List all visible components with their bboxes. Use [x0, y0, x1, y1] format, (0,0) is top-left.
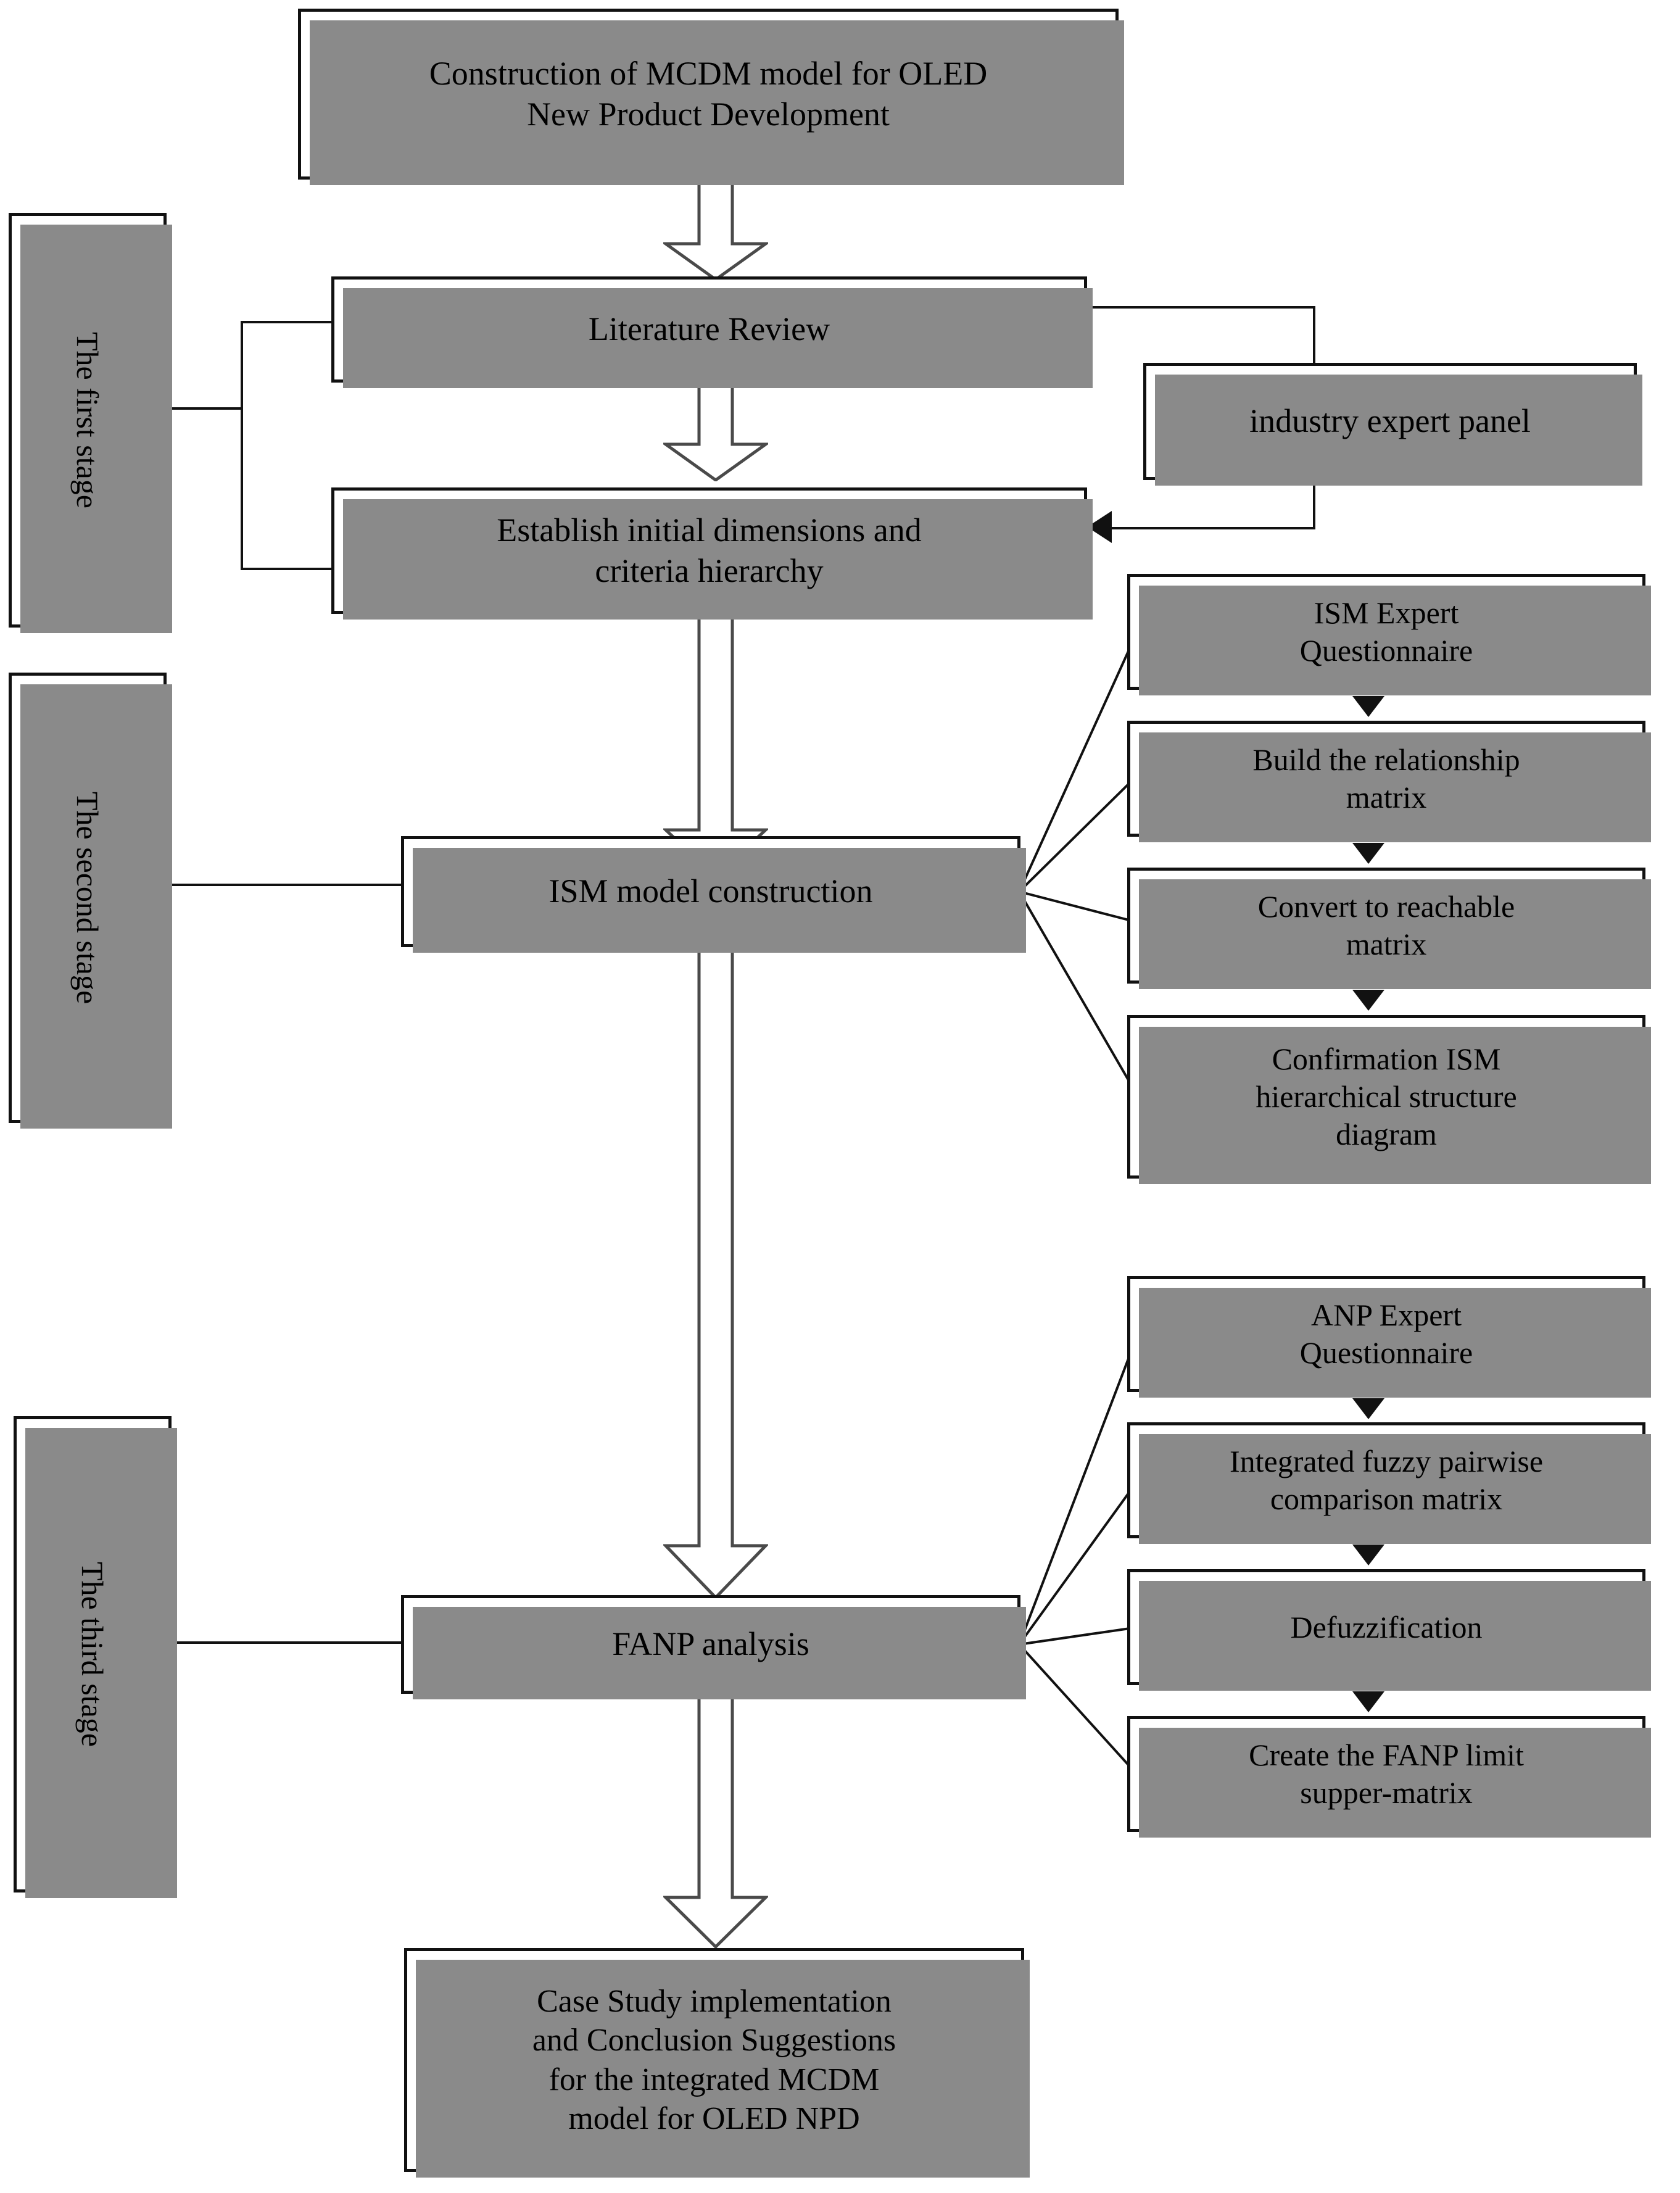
node-case-study[interactable]: Case Study implementation and Conclusion… — [404, 1948, 1030, 2178]
node-ism-model-construction-label: ISM model construction — [548, 873, 873, 910]
fan-connectors-ism — [1012, 555, 1141, 1111]
node-case-study-line4: model for OLED NPD — [568, 2100, 860, 2136]
ism-step-3-line2: matrix — [1346, 927, 1427, 961]
fanp-step-1-line2: Questionnaire — [1299, 1335, 1473, 1370]
ism-step-3-line1: Convert to reachable — [1257, 889, 1515, 924]
ism-step-1-line1: ISM Expert — [1314, 595, 1459, 630]
connector-panel-to-establish-v — [1313, 480, 1315, 529]
ism-step-1-line2: Questionnaire — [1299, 633, 1473, 668]
node-industry-expert-panel[interactable]: industry expert panel — [1143, 363, 1642, 486]
stage-label-second: The second stage — [70, 791, 105, 1005]
fanp-step-box-4[interactable]: Create the FANP limit supper-matrix — [1127, 1716, 1651, 1838]
stage-label-third: The third stage — [75, 1562, 110, 1747]
stage2-connector-line — [164, 884, 405, 886]
fanp-step-4-line2: supper-matrix — [1300, 1775, 1473, 1810]
fanp-step-box-2[interactable]: Integrated fuzzy pairwise comparison mat… — [1127, 1422, 1651, 1544]
fanp-step-box-3[interactable]: Defuzzification — [1127, 1569, 1651, 1691]
fanp-step-1-text: ANP Expert Questionnaire — [1290, 1296, 1483, 1372]
node-ism-model-construction[interactable]: ISM model construction — [401, 836, 1026, 953]
fan-connectors-fanp — [1012, 1259, 1141, 1826]
node-industry-expert-panel-label: industry expert panel — [1249, 402, 1531, 440]
arrowhead-ism-3-to-4 — [1352, 990, 1384, 1011]
ism-step-box-1[interactable]: ISM Expert Questionnaire — [1127, 574, 1651, 695]
arrowhead-ism-1-to-2 — [1352, 696, 1384, 717]
ism-step-4-line2: hierarchical structure — [1256, 1079, 1517, 1114]
fanp-step-1-line1: ANP Expert — [1311, 1298, 1462, 1332]
node-fanp-analysis-label: FANP analysis — [612, 1625, 809, 1663]
node-establish-dimensions[interactable]: Establish initial dimensions and criteri… — [331, 487, 1093, 620]
ism-step-2-line2: matrix — [1346, 780, 1427, 815]
arrow-root-to-literature — [663, 180, 768, 281]
arrowhead-fanp-2-to-3 — [1352, 1544, 1384, 1565]
ism-step-2-line1: Build the relationship — [1252, 742, 1520, 777]
node-case-study-line3: for the integrated MCDM — [548, 2062, 880, 2097]
ism-step-2-text: Build the relationship matrix — [1243, 741, 1529, 816]
arrowhead-ism-2-to-3 — [1352, 843, 1384, 864]
ism-step-4-line1: Confirmation ISM — [1272, 1042, 1501, 1076]
fanp-step-2-line2: comparison matrix — [1270, 1482, 1503, 1516]
ism-step-3-text: Convert to reachable matrix — [1248, 888, 1525, 963]
stage3-connector-line — [169, 1641, 405, 1644]
stage-box-second[interactable]: The second stage — [9, 673, 172, 1129]
stage1-bracket-top — [241, 321, 333, 323]
ism-step-box-3[interactable]: Convert to reachable matrix — [1127, 868, 1651, 989]
arrowhead-fanp-3-to-4 — [1352, 1691, 1384, 1712]
node-root-line1: Construction of MCDM model for OLED — [429, 54, 988, 92]
ism-step-box-2[interactable]: Build the relationship matrix — [1127, 721, 1651, 842]
connector-panel-to-establish-h — [1112, 527, 1315, 529]
node-establish-line2: criteria hierarchy — [595, 552, 824, 589]
node-case-study-line1: Case Study implementation — [537, 1983, 892, 2019]
fanp-step-2-line1: Integrated fuzzy pairwise — [1229, 1444, 1544, 1478]
connector-literature-to-panel-v — [1313, 306, 1315, 365]
ism-step-4-text: Confirmation ISM hierarchical structure … — [1246, 1040, 1526, 1153]
stage-box-first[interactable]: The first stage — [9, 213, 172, 633]
fanp-step-4-line1: Create the FANP limit — [1249, 1738, 1524, 1772]
node-root-text: Construction of MCDM model for OLED New … — [420, 54, 997, 135]
node-literature-review-label: Literature Review — [588, 310, 830, 348]
arrow-ism-to-fanp — [663, 947, 768, 1601]
connector-literature-to-panel-h — [1087, 306, 1315, 309]
node-literature-review[interactable]: Literature Review — [331, 276, 1093, 388]
fanp-step-3-line1: Defuzzification — [1290, 1609, 1483, 1644]
node-establish-text: Establish initial dimensions and criteri… — [487, 510, 931, 592]
node-establish-line1: Establish initial dimensions and — [497, 511, 922, 549]
ism-step-1-text: ISM Expert Questionnaire — [1290, 594, 1483, 670]
stage1-bracket-stem — [164, 407, 243, 410]
node-case-study-line2: and Conclusion Suggestions — [532, 2023, 896, 2058]
fanp-step-box-1[interactable]: ANP Expert Questionnaire — [1127, 1276, 1651, 1398]
stage1-bracket-bottom — [241, 568, 333, 570]
arrow-fanp-to-case-study — [663, 1694, 768, 1950]
node-case-study-text: Case Study implementation and Conclusion… — [523, 1982, 906, 2139]
fanp-step-2-text: Integrated fuzzy pairwise comparison mat… — [1220, 1443, 1553, 1518]
arrowhead-fanp-1-to-2 — [1352, 1398, 1384, 1419]
node-root-line2: New Product Development — [527, 95, 890, 133]
fanp-step-4-text: Create the FANP limit supper-matrix — [1239, 1736, 1534, 1812]
stage-box-third[interactable]: The third stage — [14, 1416, 177, 1898]
ism-step-box-4[interactable]: Confirmation ISM hierarchical structure … — [1127, 1015, 1651, 1184]
ism-step-4-line3: diagram — [1336, 1117, 1437, 1151]
stage-label-first: The first stage — [70, 331, 105, 509]
node-root[interactable]: Construction of MCDM model for OLED New … — [298, 9, 1124, 185]
node-fanp-analysis[interactable]: FANP analysis — [401, 1595, 1026, 1699]
stage1-bracket-vert — [241, 321, 243, 570]
arrow-literature-to-establish — [663, 383, 768, 481]
